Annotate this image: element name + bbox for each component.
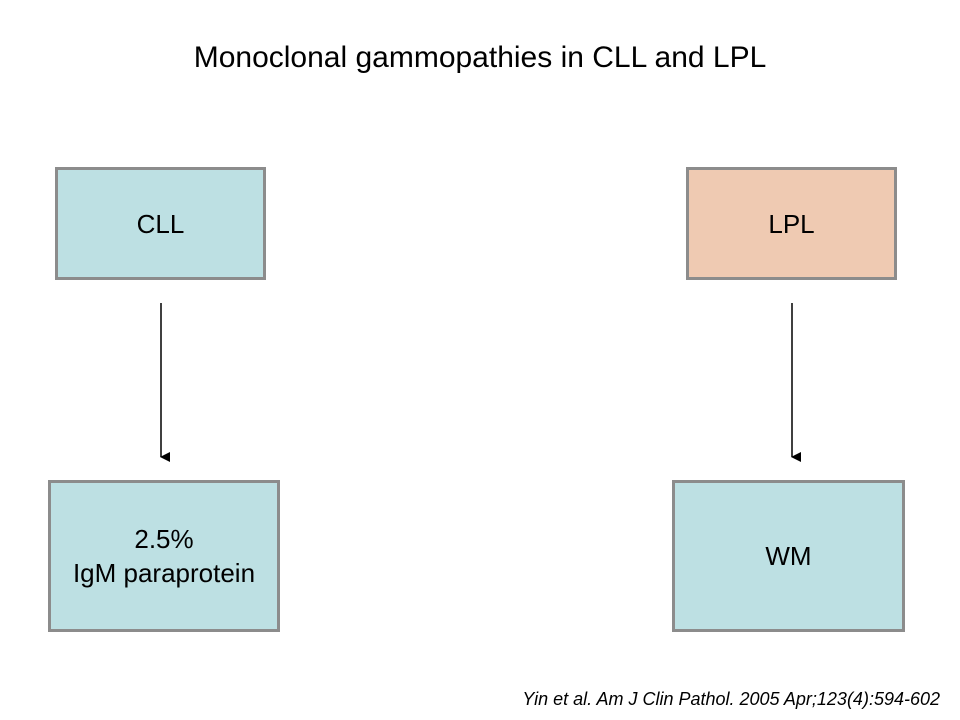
- lpl-box: LPL: [686, 167, 897, 280]
- igm-paraprotein-box-label: 2.5% IgM paraprotein: [72, 524, 256, 588]
- slide-title: Monoclonal gammopathies in CLL and LPL: [193, 41, 767, 74]
- cll-box: CLL: [55, 167, 266, 280]
- wm-box-label: WM: [765, 541, 812, 571]
- wm-box: WM: [672, 480, 905, 632]
- cll-box-label: CLL: [136, 208, 185, 239]
- citation-reference: Yin et al. Am J Clin Pathol. 2005 Apr;12…: [522, 689, 940, 709]
- lpl-box-label: LPL: [768, 208, 815, 239]
- igm-paraprotein-box: 2.5% IgM paraprotein: [48, 480, 280, 632]
